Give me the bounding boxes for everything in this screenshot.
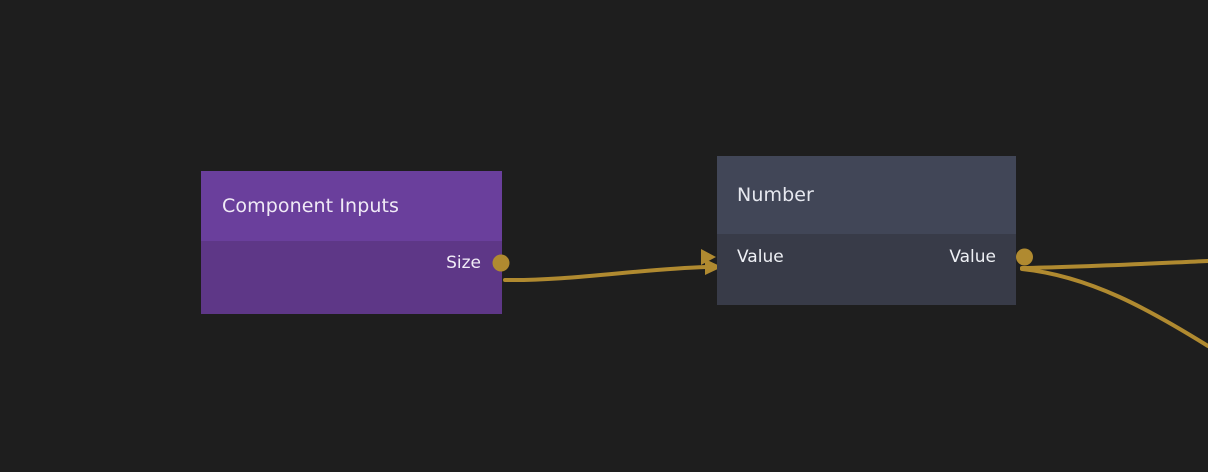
- node-component-inputs[interactable]: Component Inputs Size: [201, 171, 510, 314]
- circle-port-icon[interactable]: [1016, 248, 1033, 266]
- circle-port-icon[interactable]: [492, 254, 510, 272]
- wire-value-out-lower[interactable]: [1020, 267, 1208, 348]
- arrow-port-icon[interactable]: [701, 249, 716, 265]
- port-row-value[interactable]: Value Value: [701, 234, 1033, 280]
- node-header-component-inputs[interactable]: Component Inputs: [201, 171, 502, 241]
- output-port-label-value: Value: [949, 247, 996, 267]
- wire-value-out-upper[interactable]: [1020, 259, 1208, 270]
- node-body-component-inputs: Size: [201, 241, 510, 314]
- node-header-number[interactable]: Number: [717, 156, 1016, 234]
- wire-size-to-value[interactable]: [503, 265, 708, 283]
- input-port-label-value: Value: [737, 247, 784, 267]
- node-title: Component Inputs: [222, 195, 400, 217]
- node-body-number: Value Value: [701, 234, 1033, 305]
- output-port-label-size: Size: [446, 253, 481, 273]
- output-port-row-size[interactable]: Size: [201, 241, 510, 285]
- node-number[interactable]: Number Value Value: [701, 156, 1033, 305]
- node-title: Number: [737, 184, 814, 206]
